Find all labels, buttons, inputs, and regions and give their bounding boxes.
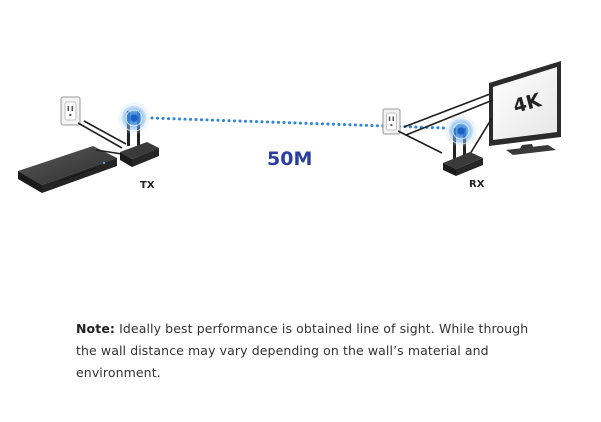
rx-label: RX [469,179,485,190]
wall-outlet-left-icon [60,96,81,126]
tx-signal-glow-icon [117,101,151,135]
tx-cables [77,120,127,155]
wall-outlet-right-icon [382,108,401,135]
rx-cables [397,93,494,155]
4k-display-icon [489,61,561,155]
media-player-icon [18,146,117,193]
note-paragraph: Note: Ideally best performance is obtain… [76,318,536,384]
note-text: Ideally best performance is obtained lin… [76,321,529,380]
rx-signal-glow-icon [444,114,478,148]
note-label: Note: [76,321,116,336]
distance-label: 50M [267,148,312,170]
tx-label: TX [140,180,155,191]
